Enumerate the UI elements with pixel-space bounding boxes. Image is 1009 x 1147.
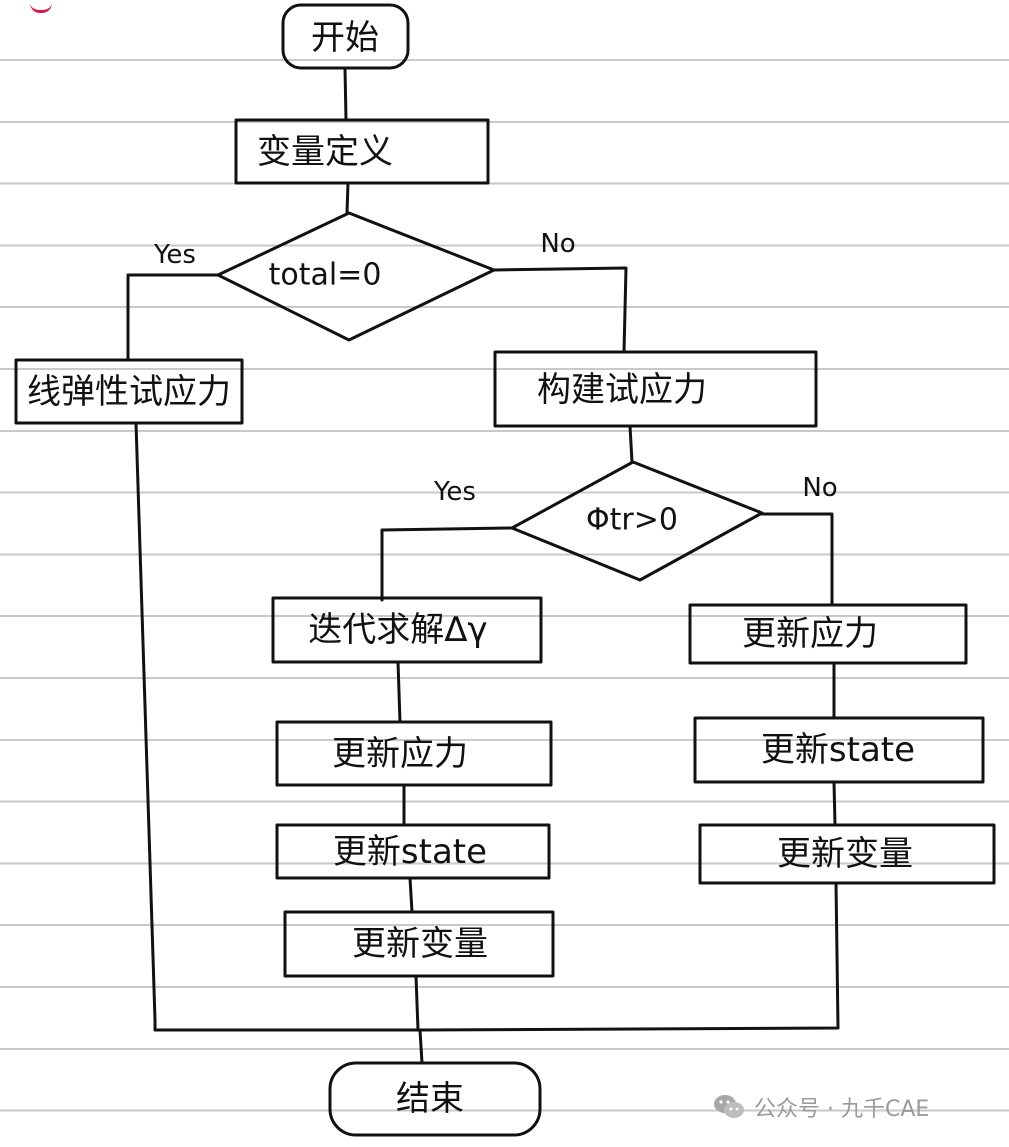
decision-phi-label: Φtr>0 (586, 503, 678, 538)
edge-lstate-lvar (408, 876, 414, 914)
watermark: 公众号 · 九千CAE (712, 1090, 929, 1124)
edge-define-cond (345, 181, 350, 215)
total-yes-label: Yes (153, 240, 196, 270)
right-update-var-node: 更新变量 (698, 823, 996, 885)
edge-right-down (418, 881, 840, 1032)
solve-node: 迭代求解Δγ (271, 596, 543, 664)
start-node: 开始 (281, 3, 410, 70)
edge-rstate-rvar (832, 780, 837, 827)
define-node: 变量定义 (234, 118, 490, 185)
edge-start-define (343, 66, 348, 122)
right-update-stress-node: 更新应力 (688, 603, 968, 665)
decision-phi-node: Φtr>0 (510, 460, 764, 582)
edge-cond-no (492, 266, 628, 354)
edge-cond-yes (126, 273, 220, 362)
wechat-icon (714, 1095, 744, 1118)
edge-phi-yes (380, 526, 514, 602)
left-update-var-label: 更新变量 (352, 924, 488, 964)
left-update-stress-label: 更新应力 (332, 734, 468, 774)
left-update-state-label: 更新state (333, 832, 487, 872)
left-update-var-node: 更新变量 (283, 910, 555, 978)
edge-trial-phi (628, 424, 634, 464)
trial-stress-label: 构建试应力 (537, 370, 707, 410)
linear-stress-node: 线弹性试应力 (14, 358, 244, 425)
right-update-state-node: 更新state (693, 716, 985, 784)
trial-stress-node: 构建试应力 (493, 350, 818, 428)
decision-total-label: total=0 (269, 258, 382, 293)
end-label: 结束 (396, 1079, 464, 1119)
right-update-stress-label: 更新应力 (742, 614, 878, 654)
solve-label: 迭代求解Δγ (308, 610, 487, 650)
linear-stress-label: 线弹性试应力 (27, 372, 231, 412)
total-no-label: No (540, 229, 575, 259)
left-update-stress-node: 更新应力 (275, 720, 553, 787)
phi-yes-label: Yes (433, 477, 476, 507)
right-update-var-label: 更新变量 (777, 834, 913, 874)
edge-lvar-down (414, 974, 420, 1032)
start-label: 开始 (311, 18, 379, 58)
connectors (126, 66, 840, 1065)
watermark-text: 公众号 · 九千CAE (754, 1097, 930, 1122)
left-update-state-node: 更新state (275, 823, 551, 880)
right-update-state-label: 更新state (761, 730, 915, 770)
phi-no-label: No (802, 473, 837, 503)
end-node: 结束 (328, 1061, 542, 1137)
define-label: 变量定义 (257, 132, 393, 172)
edge-phi-no (758, 512, 834, 607)
edge-merge-end (418, 1028, 424, 1065)
edge-solve-lstress (396, 660, 402, 724)
decision-total-node: total=0 (216, 211, 496, 342)
red-ink-mark (30, 0, 52, 13)
edge-linear-down (134, 421, 422, 1032)
